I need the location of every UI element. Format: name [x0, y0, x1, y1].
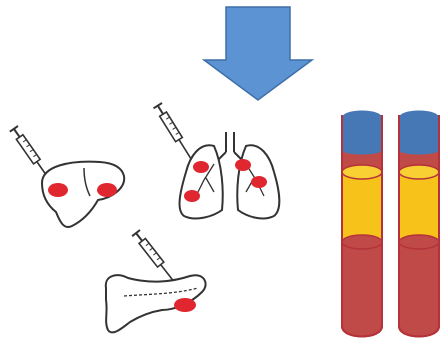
pancreas-biopsy [106, 230, 206, 332]
lungs-biopsy [154, 103, 280, 218]
liver-lesion-1 [48, 183, 68, 197]
syringe-icon [10, 126, 51, 179]
blood-tube-1 [342, 111, 382, 337]
lung-lesion-1 [193, 161, 209, 173]
down-arrow-icon [204, 7, 312, 100]
tube-2-cap [399, 111, 439, 155]
left-lung-icon [180, 145, 223, 218]
syringe-icon [154, 103, 195, 161]
lung-lesion-2 [184, 190, 200, 202]
liver-biopsy [10, 126, 124, 227]
pancreas-lesion [174, 298, 196, 312]
lung-lesion-3 [235, 159, 251, 171]
liver-lesion-2 [97, 183, 117, 197]
tube-1-cap [342, 111, 382, 155]
blood-tube-2 [399, 111, 439, 337]
lung-lesion-4 [251, 176, 267, 188]
